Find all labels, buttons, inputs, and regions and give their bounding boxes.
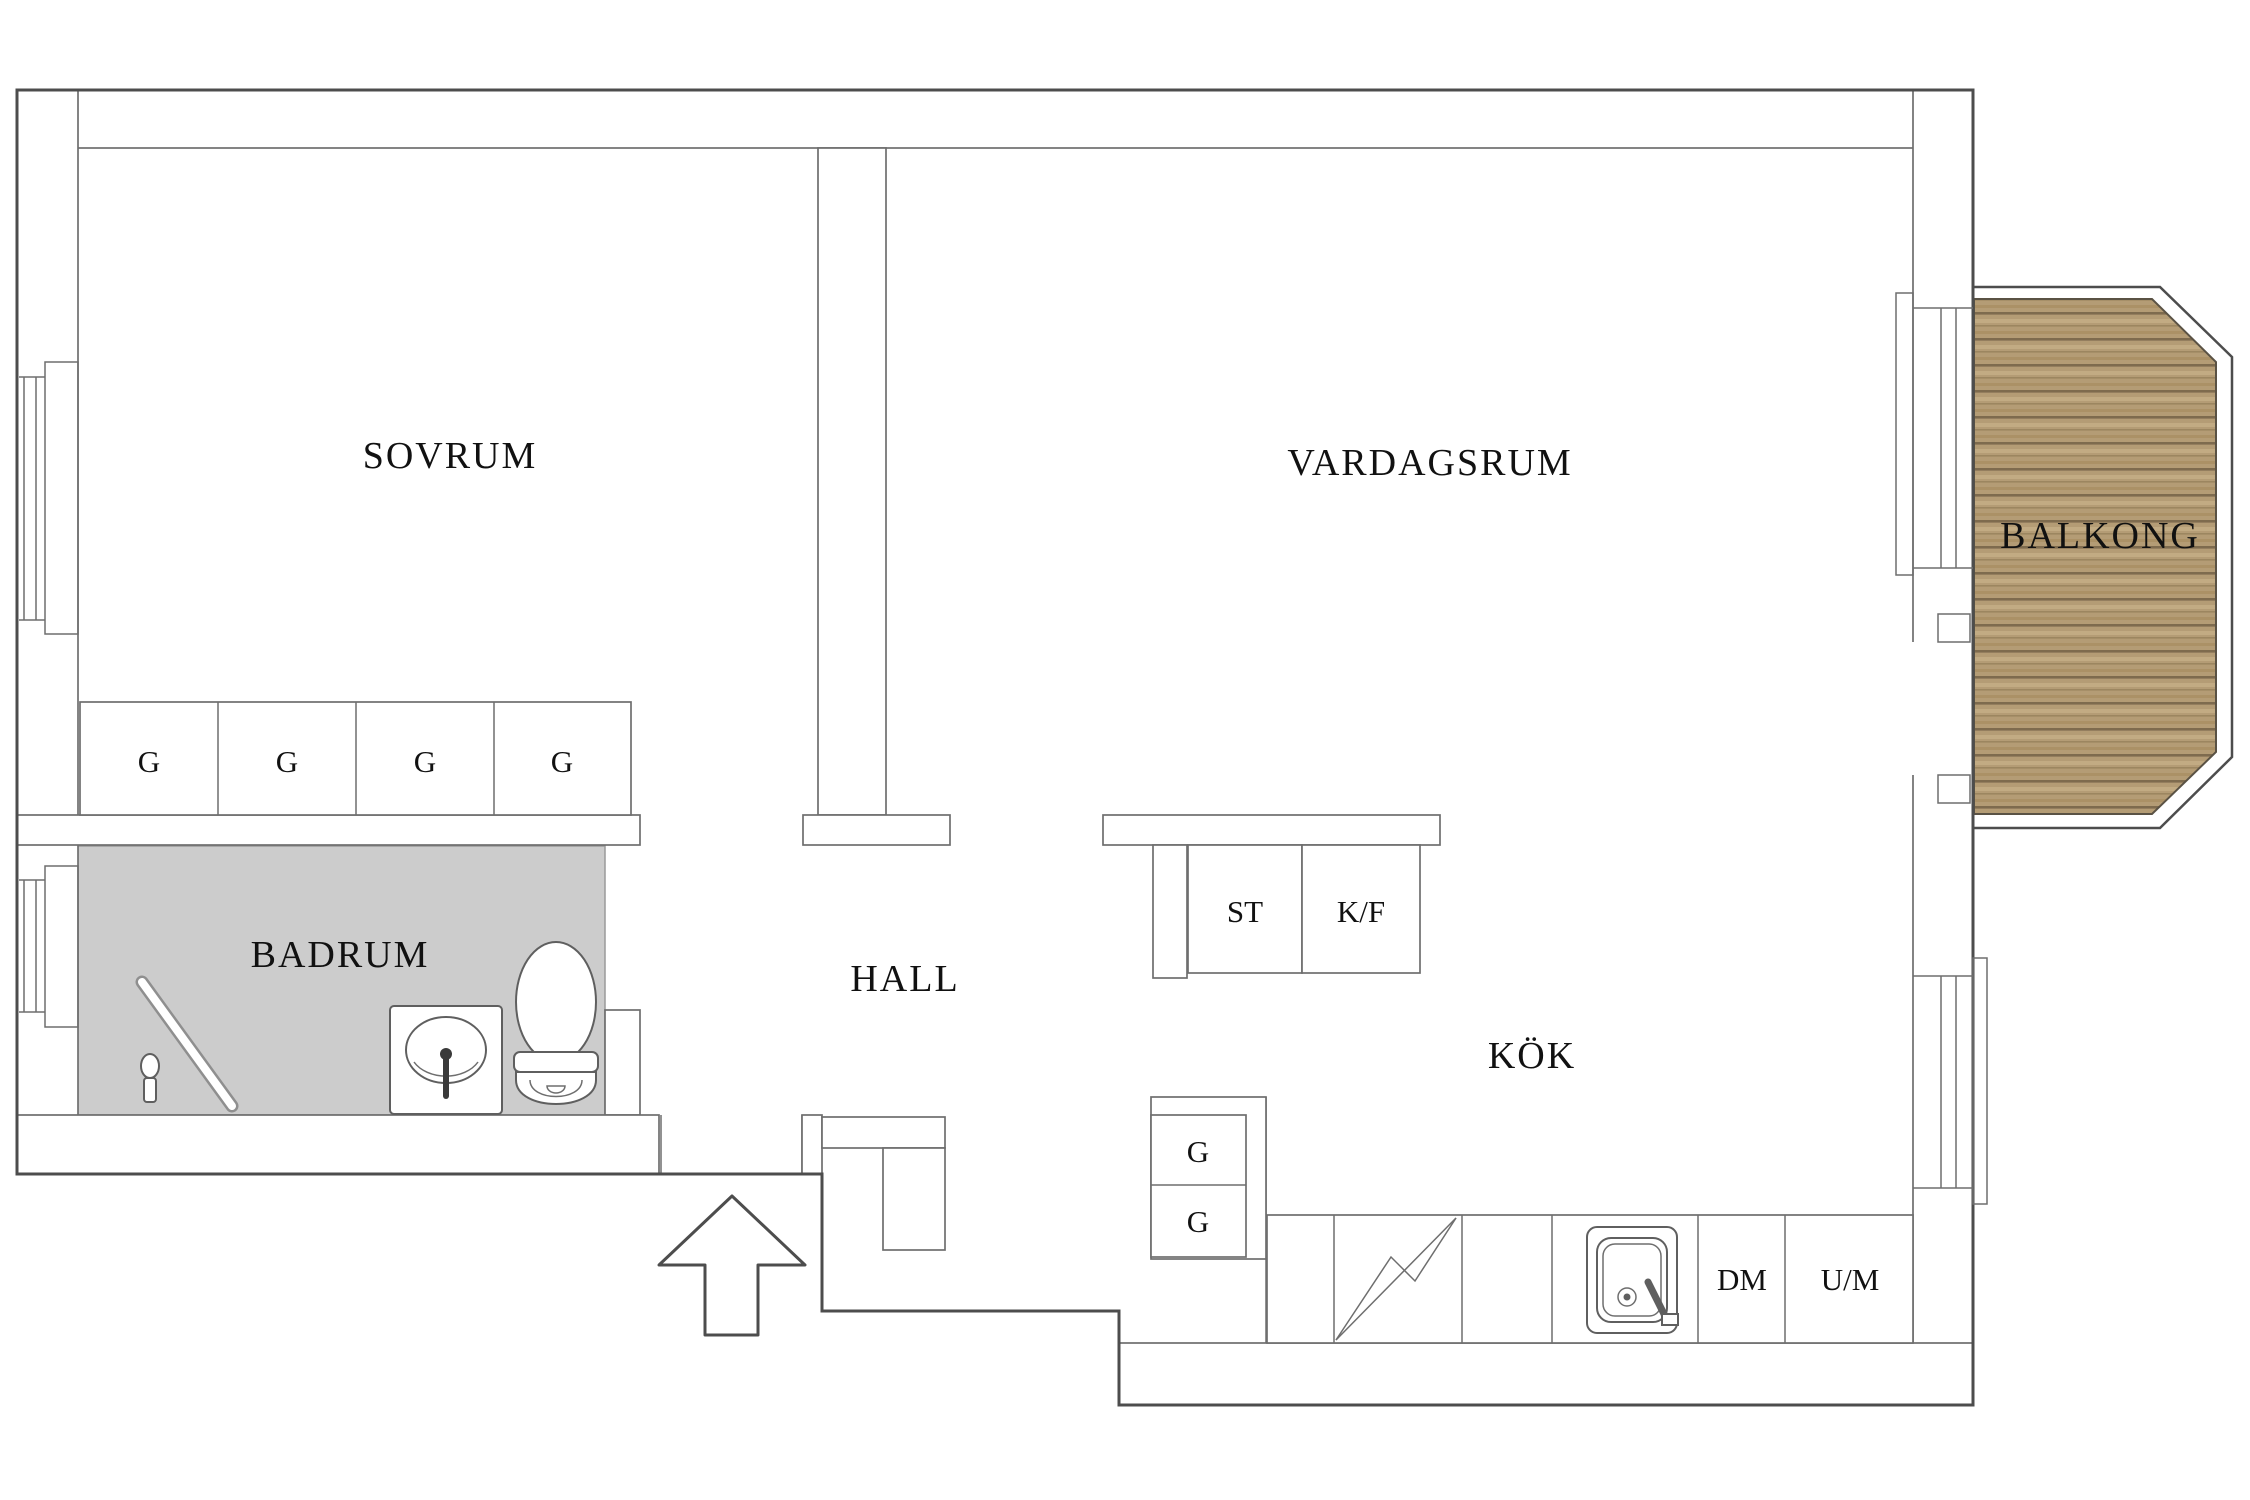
- window-kok: [1913, 957, 1988, 1205]
- closet-st-label: ST: [1227, 894, 1263, 929]
- windows: [19, 292, 1988, 1205]
- wardrobe-label-2: G: [276, 744, 298, 779]
- kitchen-sink-icon: [1586, 1226, 1679, 1334]
- shower-handle-icon: [140, 1053, 160, 1103]
- room-label-hall: HALL: [850, 958, 959, 1000]
- wall-hall-kok-bar: [821, 1116, 946, 1149]
- wall-top: [16, 89, 1974, 149]
- room-label-balkong: BALKONG: [2000, 515, 2200, 557]
- room-label-badrum: BADRUM: [251, 934, 430, 976]
- window-vardagsrum: [1895, 292, 1973, 576]
- balcony: [1973, 285, 2234, 830]
- wall-entry-right: [801, 1114, 823, 1175]
- balcony-door-opening: [1908, 613, 1971, 804]
- wall-hall-kok-arm: [882, 1147, 946, 1251]
- wall-sovrum-vardagsrum: [817, 147, 887, 816]
- closet-kf-label: K/F: [1337, 894, 1385, 929]
- kitchen-g2-label: G: [1187, 1204, 1209, 1239]
- kitchen-units: G G DM U/M: [1150, 1096, 1914, 1344]
- window-bathroom: [19, 865, 79, 1028]
- balcony-railing-outline: [1973, 285, 2234, 830]
- room-label-vardagsrum: VARDAGSRUM: [1287, 442, 1572, 484]
- wall-bottom-kitchen: [1118, 1342, 1974, 1406]
- wall-bathroom-right: [604, 1009, 641, 1116]
- bathroom-sink-icon: [389, 1005, 503, 1115]
- wardrobe-label-3: G: [414, 744, 436, 779]
- window-sovrum: [19, 361, 79, 635]
- wall-closet-stub: [1152, 844, 1188, 979]
- kitchen-cabinet-gg-inner: [1150, 1114, 1247, 1258]
- wall-closet-band: [1102, 814, 1441, 846]
- entry-door-opening: [660, 1113, 801, 1173]
- stove-icon: [1335, 1217, 1457, 1341]
- um-label: U/M: [1821, 1262, 1880, 1297]
- dm-label: DM: [1717, 1262, 1767, 1297]
- closet-block: ST K/F: [1187, 844, 1421, 974]
- bathroom-fixtures: [135, 941, 599, 1115]
- entrance-arrow: [657, 1194, 807, 1337]
- wall-sovrum-endcap: [802, 814, 951, 846]
- toilet-icon: [513, 941, 599, 1105]
- room-label-sovrum: SOVRUM: [363, 435, 538, 477]
- wardrobe-label-4: G: [551, 744, 573, 779]
- outer-boundary: [15, 88, 1975, 1407]
- wardrobe-row: G G G G: [79, 701, 632, 816]
- room-label-kok: KÖK: [1488, 1035, 1576, 1077]
- closet-st: [1187, 844, 1303, 974]
- closet-kf: [1301, 844, 1421, 974]
- wall-bathroom-top: [16, 814, 641, 846]
- wardrobe-label-1: G: [138, 744, 160, 779]
- kitchen-g1-label: G: [1187, 1134, 1209, 1169]
- wall-bottom-left: [16, 1114, 660, 1175]
